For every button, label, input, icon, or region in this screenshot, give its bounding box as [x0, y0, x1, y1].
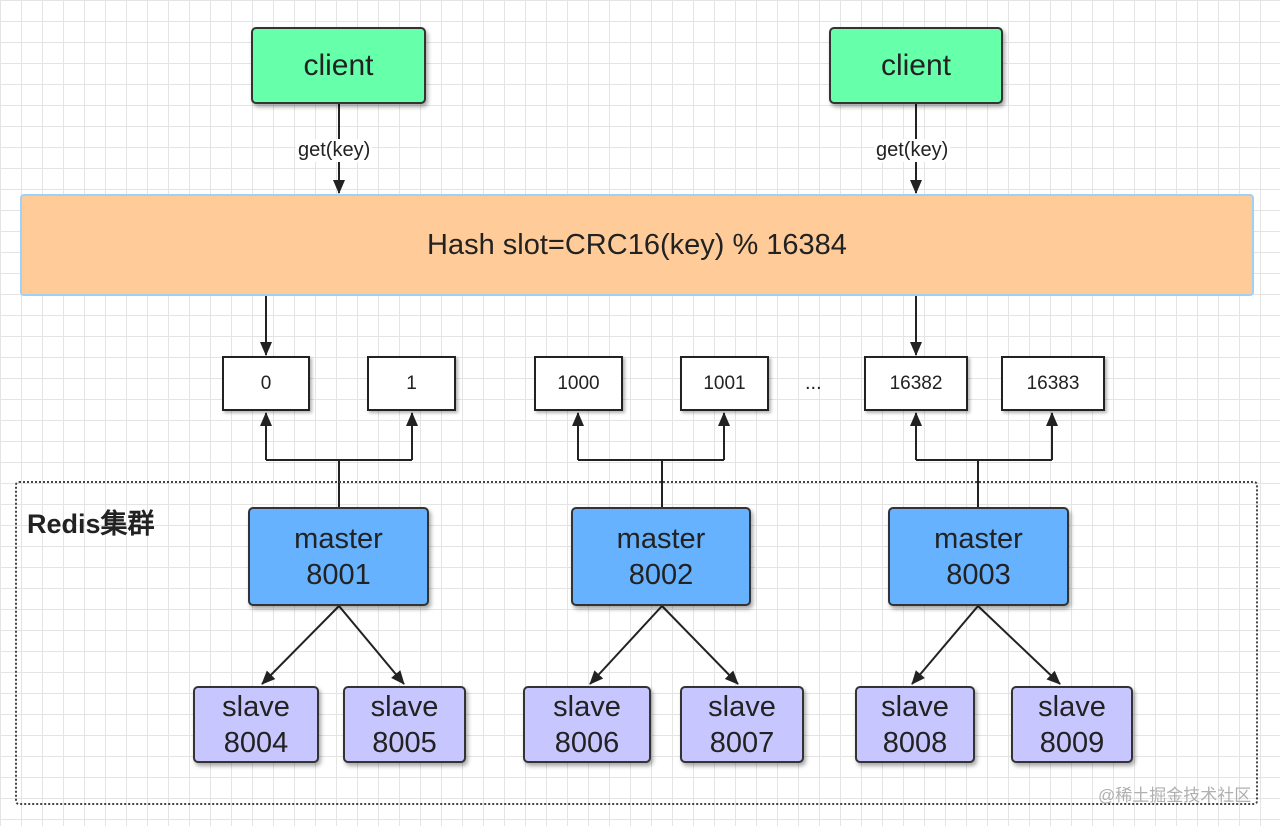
node-role: slave [881, 690, 949, 723]
node-role: slave [222, 690, 290, 723]
slot-number: 16382 [889, 372, 943, 394]
slave-node-8008: slave 8008 [855, 686, 975, 763]
node-port: 8002 [628, 558, 694, 591]
slot-number: 16383 [1026, 372, 1080, 394]
slot-box-1000: 1000 [534, 356, 623, 411]
slave-node-8005: slave 8005 [343, 686, 466, 763]
redis-cluster-boundary [15, 481, 1258, 805]
node-role: slave [370, 690, 439, 723]
node-port: 8009 [1039, 726, 1105, 759]
slot-number: 1001 [703, 372, 746, 394]
slot-number: 1000 [557, 372, 600, 394]
node-port: 8007 [709, 726, 775, 759]
edge-8001-8004 [261, 605, 340, 685]
edge-master8003-slots [916, 459, 1052, 507]
request-label-1: get(key) [296, 139, 373, 162]
node-role: master [616, 522, 706, 555]
node-role: master [934, 522, 1023, 555]
node-role: slave [553, 690, 621, 723]
slot-box-16382: 16382 [864, 356, 968, 411]
node-port: 8006 [554, 726, 620, 759]
node-role: slave [1038, 690, 1106, 723]
slot-box-1: 1 [367, 356, 456, 411]
node-role: slave [708, 690, 776, 723]
client-label: client [880, 48, 952, 82]
node-port: 8001 [306, 558, 371, 591]
master-node-8003: master 8003 [888, 507, 1069, 606]
client-node-1: client [251, 27, 426, 104]
slave-node-8004: slave 8004 [193, 686, 319, 763]
slot-number: 0 [260, 372, 272, 394]
master-node-8002: master 8002 [571, 507, 751, 606]
slots-ellipsis: ... [805, 372, 822, 394]
slave-node-8007: slave 8007 [680, 686, 804, 763]
hash-slot-formula: Hash slot=CRC16(key) % 16384 [427, 228, 847, 261]
slave-node-8009: slave 8009 [1011, 686, 1133, 763]
node-port: 8004 [223, 726, 289, 759]
node-role: master [294, 522, 383, 555]
watermark: @稀土掘金技术社区 [1098, 786, 1252, 805]
slot-box-16383: 16383 [1001, 356, 1105, 411]
slot-number: 1 [406, 372, 417, 394]
cluster-title: Redis集群 [27, 509, 155, 539]
slot-box-0: 0 [222, 356, 310, 411]
master-node-8001: master 8001 [248, 507, 429, 606]
edge-8001-8005 [338, 605, 405, 685]
edge-8003-8009 [977, 605, 1061, 685]
hash-slot-bar: Hash slot=CRC16(key) % 16384 [20, 194, 1254, 296]
node-port: 8005 [372, 726, 437, 759]
client-label: client [303, 48, 374, 82]
request-label-2: get(key) [874, 139, 951, 162]
slave-node-8006: slave 8006 [523, 686, 651, 763]
node-port: 8008 [882, 726, 948, 759]
edge-8003-8008 [911, 605, 979, 685]
edge-master8002-slots [578, 459, 724, 507]
edge-master8001-slots [266, 459, 412, 507]
client-node-2: client [829, 27, 1003, 104]
slot-box-1001: 1001 [680, 356, 769, 411]
edge-8002-8007 [661, 605, 739, 685]
edge-8002-8006 [589, 605, 663, 685]
node-port: 8003 [946, 558, 1011, 591]
